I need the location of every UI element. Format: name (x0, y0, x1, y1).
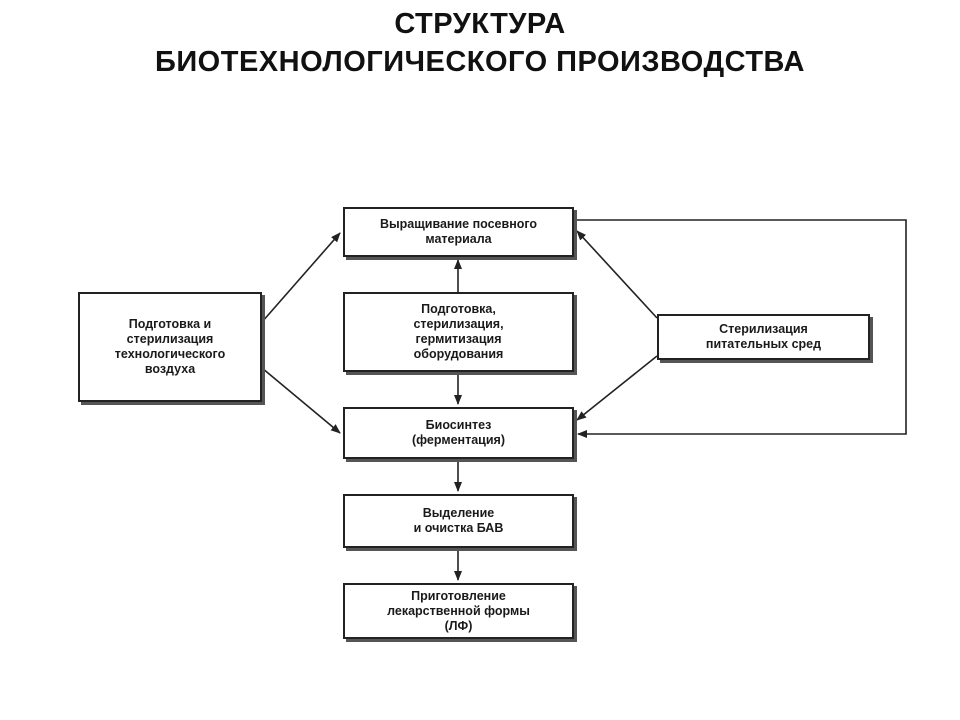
box-air-preparation: Подготовка и стерилизация технологическо… (78, 292, 262, 402)
arrow-growing-to-biosynthesis-loop (574, 219, 907, 438)
box-growing-seed-material: Выращивание посевного материала (343, 207, 574, 257)
arrow-air-to-growing (261, 232, 341, 323)
arrow-air-to-biosynthesis (261, 367, 341, 434)
box-dosage-form: Приготовление лекарственной формы (ЛФ) (343, 583, 574, 639)
box-isolation-purification: Выделение и очистка БАВ (343, 494, 574, 548)
box-media-sterilization: Стерилизация питательных сред (657, 314, 870, 360)
arrow-media-to-biosynthesis (576, 355, 658, 421)
arrow-media-to-growing (576, 230, 658, 319)
box-equipment-preparation: Подготовка, стерилизация, гермитизация о… (343, 292, 574, 372)
page-title-line-2: БИОТЕХНОЛОГИЧЕСКОГО ПРОИЗВОДСТВА (154, 46, 805, 78)
box-biosynthesis: Биосинтез (ферментация) (343, 407, 574, 459)
page-title-line-1: СТРУКТУРА (394, 8, 566, 40)
